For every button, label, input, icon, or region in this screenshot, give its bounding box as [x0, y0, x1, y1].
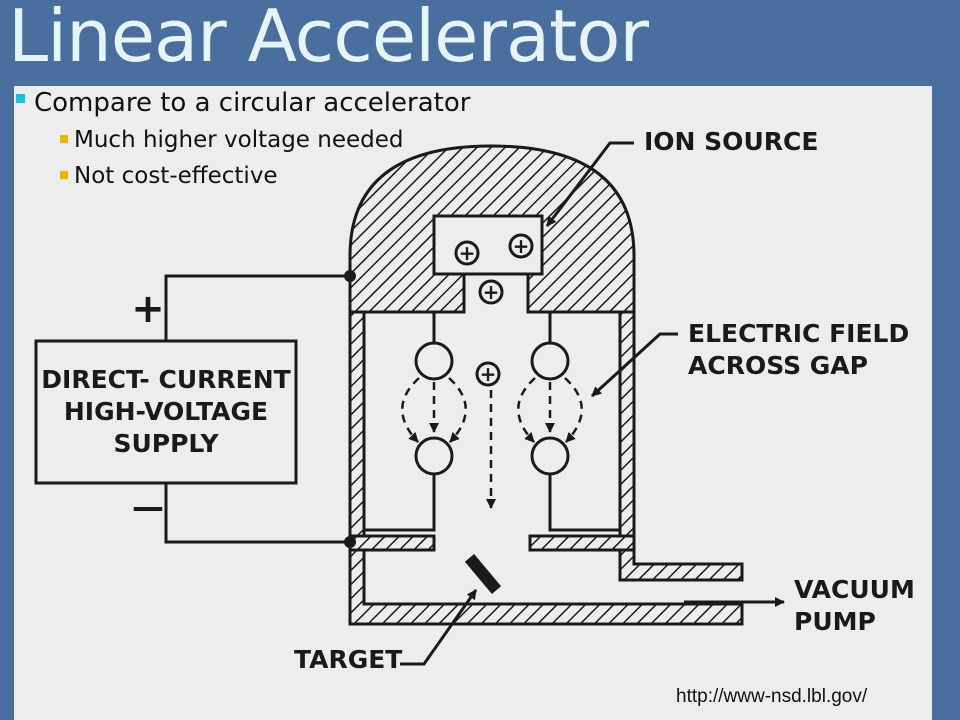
- slide-title: Linear Accelerator: [8, 0, 649, 78]
- electric-field-label-line2: ACROSS GAP: [688, 351, 868, 380]
- ion-source-ion: +: [454, 240, 480, 266]
- supply-label-line1: DIRECT- CURRENT: [41, 365, 290, 394]
- diagram-panel: + + +: [14, 86, 932, 720]
- electrode-gap-right-bottom: [530, 436, 570, 476]
- base-plate-right: [528, 534, 636, 552]
- source-url: http://www-nsd.lbl.gov/: [676, 686, 868, 707]
- electrode-gap-left-bottom: [414, 436, 454, 476]
- ion-emerging: +: [478, 279, 504, 305]
- bullet-square-icon: [16, 94, 25, 103]
- electrode-gap-right-top: [530, 341, 570, 381]
- bullet-list: Compare to a circular accelerator Much h…: [14, 84, 470, 194]
- electric-field-leader: [590, 332, 678, 398]
- accelerator-dome: [348, 144, 636, 314]
- minus-terminal-label: —: [132, 488, 164, 526]
- electrode-left-upper: [364, 310, 436, 348]
- bullet-sub-text: Much higher voltage needed: [74, 127, 404, 153]
- electrode-right-lower: [548, 474, 620, 532]
- supply-box: [34, 339, 298, 485]
- ion-source-ion: +: [508, 233, 534, 259]
- bullet-square-icon: [60, 135, 68, 143]
- vacuum-pump-label-line2: PUMP: [794, 607, 876, 636]
- electrode-gap-left-top: [414, 341, 454, 381]
- target-plate: [464, 554, 502, 594]
- column-wall-left: [348, 310, 366, 544]
- ion-in-transit: +: [475, 361, 501, 387]
- target-leader: [400, 589, 478, 666]
- base-plate-left: [348, 534, 436, 552]
- bullet-sub-text: Not cost-effective: [74, 163, 278, 189]
- svg-text:+: +: [480, 362, 497, 386]
- supply-wire-positive: [164, 274, 350, 341]
- electrode-left-lower: [364, 474, 436, 532]
- bullet-main: Compare to a circular accelerator: [14, 84, 470, 122]
- supply-label-line3: SUPPLY: [113, 429, 219, 458]
- electric-field-lines: [401, 377, 583, 509]
- svg-text:+: +: [459, 241, 476, 265]
- linear-accelerator-diagram: + + +: [34, 127, 915, 674]
- electrode-right-upper: [548, 310, 620, 348]
- svg-text:+: +: [513, 234, 530, 258]
- target-label: TARGET: [294, 645, 402, 674]
- supply-terminal-negative: [344, 536, 356, 548]
- bullet-sub: Not cost-effective: [14, 158, 470, 194]
- plus-terminal-label: +: [131, 286, 165, 332]
- bullet-sub: Much higher voltage needed: [14, 122, 470, 158]
- bullet-square-icon: [60, 171, 68, 179]
- supply-terminal-positive: [344, 270, 356, 282]
- vacuum-pump-label-line1: VACUUM: [794, 575, 915, 604]
- ion-source-leader: [545, 141, 634, 227]
- supply-wire-negative: [164, 483, 350, 544]
- ion-source-box: [432, 214, 544, 276]
- vacuum-chamber: [348, 548, 744, 626]
- svg-text:+: +: [483, 280, 500, 304]
- column-wall-right: [618, 310, 636, 544]
- ion-source-label: ION SOURCE: [644, 127, 818, 156]
- vacuum-duct: [618, 548, 744, 582]
- electric-field-label-line1: ELECTRIC FIELD: [688, 319, 909, 348]
- bullet-main-text: Compare to a circular accelerator: [34, 88, 471, 118]
- supply-label-line2: HIGH-VOLTAGE: [64, 397, 268, 426]
